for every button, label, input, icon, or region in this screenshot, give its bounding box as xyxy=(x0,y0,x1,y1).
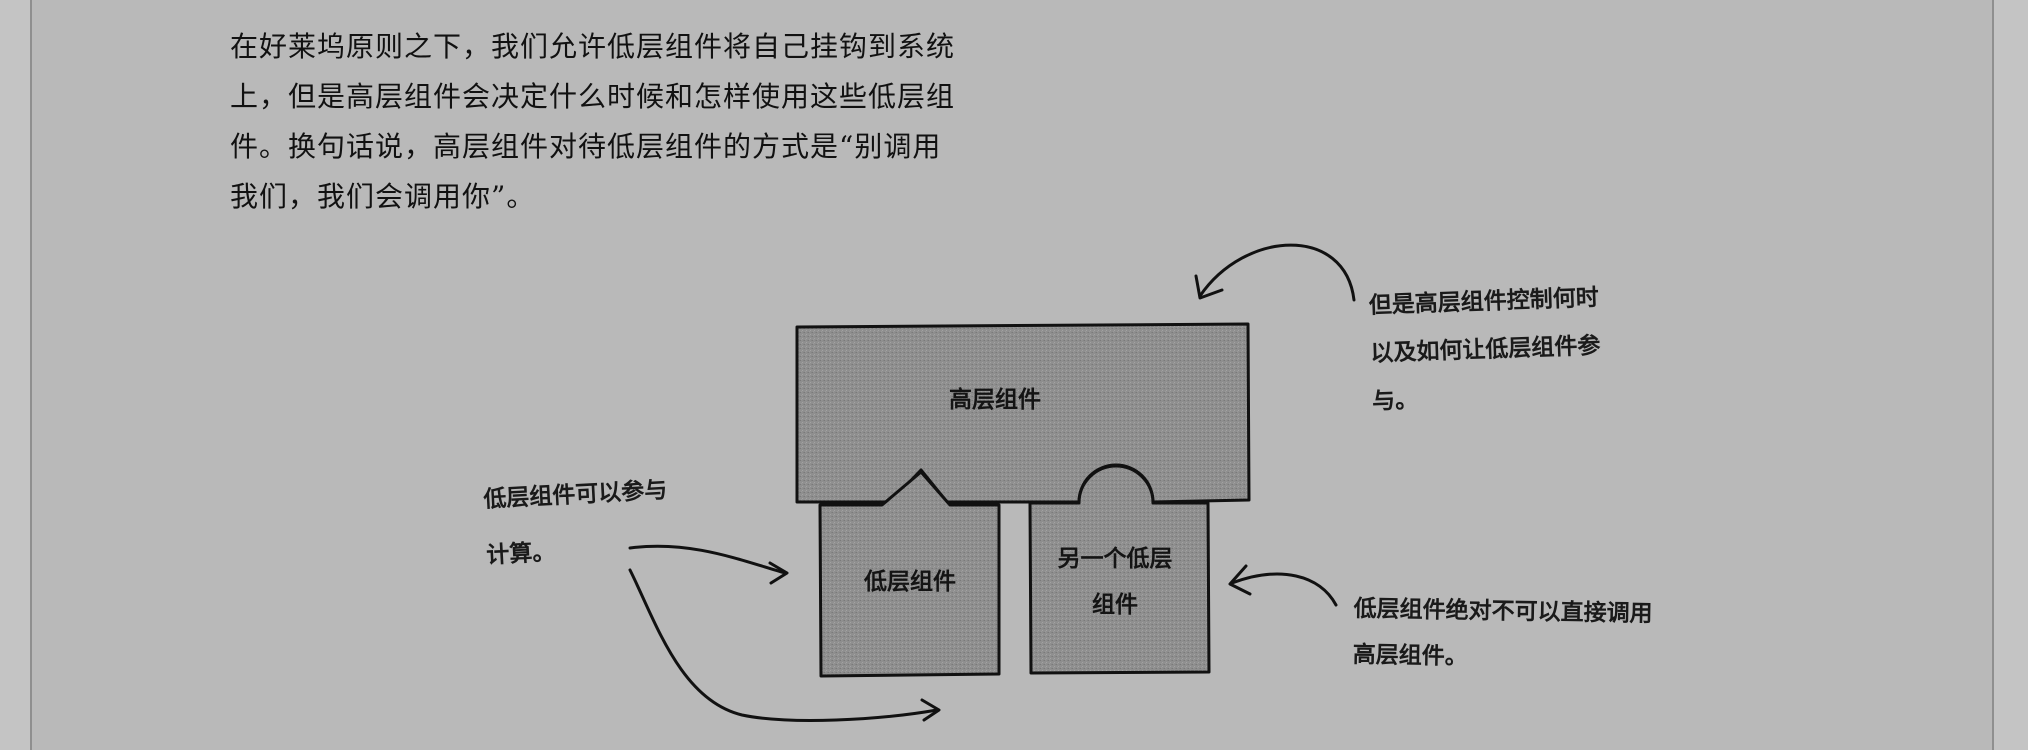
arrowhead-left-lower xyxy=(920,698,941,722)
arrowhead-left-upper xyxy=(768,561,789,585)
another-low-level-component-shape xyxy=(1028,464,1211,675)
paragraph-line: 上，但是高层组件会决定什么时候和怎样使用这些低层组 xyxy=(230,80,956,113)
annotation-line: 以及如何让低层组件参 xyxy=(1370,332,1601,367)
annotation-line: 低层组件绝对不可以直接调用 xyxy=(1353,595,1653,628)
arrow-left-lower xyxy=(628,568,939,722)
annotation-line: 与。 xyxy=(1371,387,1419,415)
label-line: 组件 xyxy=(1092,592,1138,618)
paragraph-line: 件。换句话说，高层组件对待低层组件的方式是“别调用 xyxy=(230,130,942,163)
annotation-line: 计算。 xyxy=(485,539,556,569)
arrow-bottom-right xyxy=(1230,572,1338,607)
low-level-component-label: 低层组件 xyxy=(864,569,956,595)
paragraph-line: 我们，我们会调用你”。 xyxy=(230,180,536,213)
another-low-level-component-label: 另一个低层 组件 xyxy=(1030,536,1200,628)
annotation-top-right: 但是高层组件控制何时 以及如何让低层组件参 与。 xyxy=(1368,274,1603,426)
annotation-line: 但是高层组件控制何时 xyxy=(1368,284,1600,319)
arrowhead-top-right xyxy=(1194,274,1224,300)
paragraph-line: 在好莱坞原则之下，我们允许低层组件将自己挂钩到系统 xyxy=(230,30,956,63)
arrow-left-upper xyxy=(628,544,787,575)
label-line: 另一个低层 xyxy=(1057,546,1173,572)
annotation-line: 低层组件可以参与 xyxy=(482,477,668,513)
arrowhead-bottom-right xyxy=(1228,564,1252,596)
annotation-bottom-right: 低层组件绝对不可以直接调用 高层组件。 xyxy=(1352,586,1653,683)
high-level-component-label: 高层组件 xyxy=(949,387,1041,413)
annotation-line: 高层组件。 xyxy=(1352,641,1469,670)
annotation-left: 低层组件可以参与 计算。 xyxy=(482,462,672,583)
hollywood-principle-paragraph: 在好莱坞原则之下，我们允许低层组件将自己挂钩到系统 上，但是高层组件会决定什么时… xyxy=(230,22,1110,222)
arrow-top-right xyxy=(1198,243,1356,302)
low-level-component-shape xyxy=(818,470,1001,678)
